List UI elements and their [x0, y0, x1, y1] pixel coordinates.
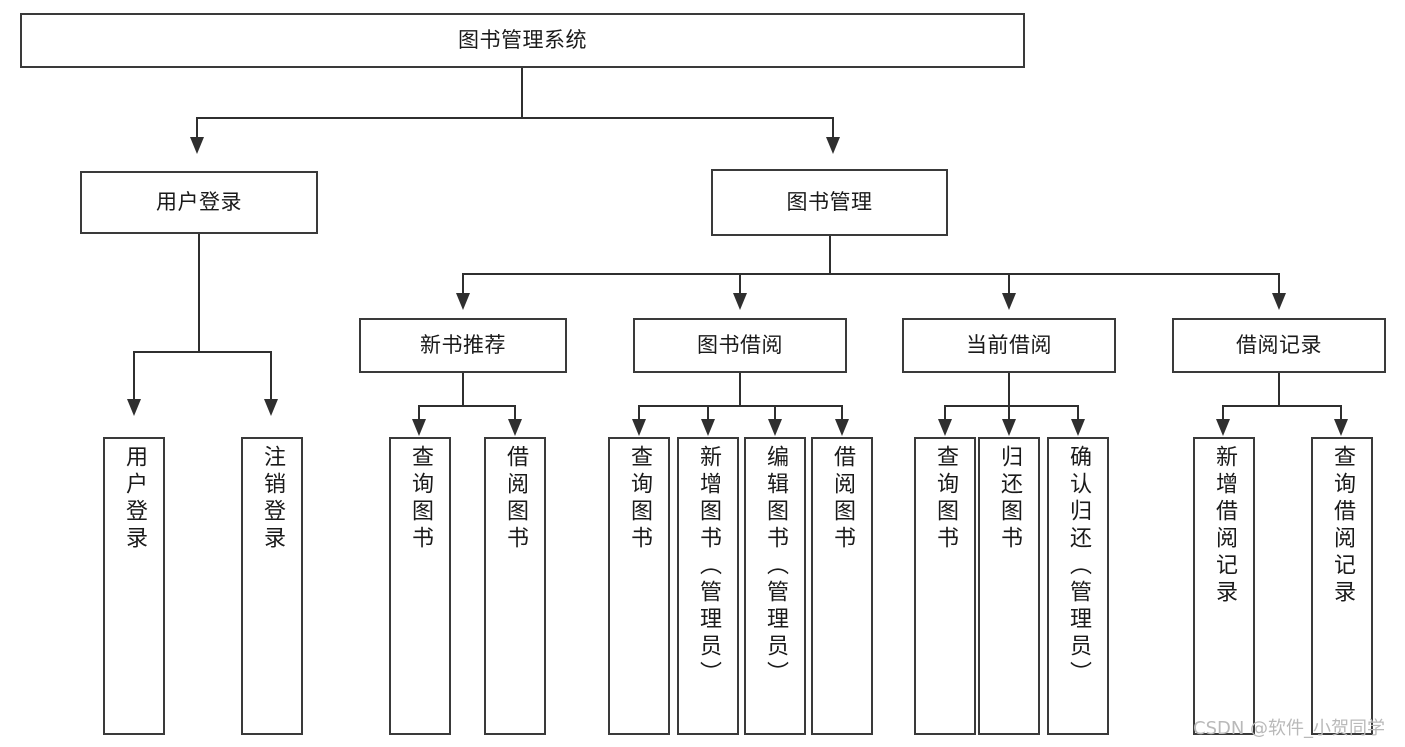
leaf-current-return-label: 归还图书 [997, 445, 1022, 553]
leaf-record-add-label: 新增借阅记录 [1212, 445, 1237, 607]
leaf-user-login-label: 用户登录 [122, 445, 147, 553]
leaf-borrow-edit[interactable]: 编辑图书（管理员） [744, 437, 806, 735]
node-new-book[interactable]: 新书推荐 [359, 318, 567, 373]
node-book-borrow[interactable]: 图书借阅 [633, 318, 847, 373]
leaf-current-confirm-label: 确认归还（管理员） [1066, 445, 1091, 688]
arrow-to-borrow-query [632, 419, 646, 436]
connector-book-borrow-drop-3 [774, 405, 776, 421]
node-current-borrow[interactable]: 当前借阅 [902, 318, 1116, 373]
connector-level2-drop-right [832, 117, 834, 139]
node-user-login-label: 用户登录 [156, 190, 242, 215]
leaf-borrow-add-label: 新增图书（管理员） [696, 445, 721, 688]
connector-level3-bus [462, 273, 1280, 275]
arrow-to-current-query [938, 419, 952, 436]
connector-book-borrow-drop-1 [638, 405, 640, 421]
arrow-to-current-return [1002, 419, 1016, 436]
connector-book-borrow-bus [638, 405, 843, 407]
connector-book-borrow-drop-2 [707, 405, 709, 421]
node-book-manage-label: 图书管理 [786, 190, 873, 215]
leaf-logout-label: 注销登录 [260, 445, 285, 553]
node-book-borrow-label: 图书借阅 [697, 333, 783, 358]
connector-current-borrow-bus [944, 405, 1079, 407]
leaf-newbook-query[interactable]: 查询图书 [389, 437, 451, 735]
connector-level3-drop-1 [462, 273, 464, 295]
node-book-manage[interactable]: 图书管理 [711, 169, 948, 236]
arrow-to-new-book [456, 293, 470, 310]
connector-new-book-stem [462, 373, 464, 406]
connector-user-login-drop-1 [133, 351, 135, 401]
leaf-current-query-label: 查询图书 [933, 445, 958, 553]
node-borrow-record[interactable]: 借阅记录 [1172, 318, 1386, 373]
leaf-record-query-label: 查询借阅记录 [1330, 445, 1355, 607]
connector-user-login-drop-2 [270, 351, 272, 401]
connector-user-login-stem [198, 234, 200, 352]
connector-current-borrow-drop-3 [1077, 405, 1079, 421]
leaf-borrow-lend[interactable]: 借阅图书 [811, 437, 873, 735]
arrow-to-current-confirm [1071, 419, 1085, 436]
arrow-to-newbook-borrow [508, 419, 522, 436]
leaf-borrow-query[interactable]: 查询图书 [608, 437, 670, 735]
leaf-logout[interactable]: 注销登录 [241, 437, 303, 735]
connector-user-login-bus [133, 351, 272, 353]
connector-current-borrow-stem [1008, 373, 1010, 406]
connector-current-borrow-drop-2 [1008, 405, 1010, 421]
leaf-current-return[interactable]: 归还图书 [978, 437, 1040, 735]
leaf-record-query[interactable]: 查询借阅记录 [1311, 437, 1373, 735]
arrow-to-leaf-logout [264, 399, 278, 416]
connector-current-borrow-drop-1 [944, 405, 946, 421]
arrow-to-record-add [1216, 419, 1230, 436]
connector-book-borrow-drop-4 [841, 405, 843, 421]
leaf-user-login[interactable]: 用户登录 [103, 437, 165, 735]
leaf-borrow-lend-label: 借阅图书 [830, 445, 855, 553]
connector-level3-drop-2 [739, 273, 741, 295]
node-user-login[interactable]: 用户登录 [80, 171, 318, 234]
arrow-to-borrow-record [1272, 293, 1286, 310]
csdn-watermark: CSDN @软件_小贺同学 [1193, 718, 1386, 739]
leaf-borrow-add[interactable]: 新增图书（管理员） [677, 437, 739, 735]
node-root-label: 图书管理系统 [458, 28, 587, 53]
arrow-to-record-query [1334, 419, 1348, 436]
arrow-to-user-login [190, 137, 204, 154]
leaf-borrow-query-label: 查询图书 [627, 445, 652, 553]
connector-new-book-bus [418, 405, 516, 407]
arrow-to-leaf-user-login [127, 399, 141, 416]
arrow-to-current-borrow [1002, 293, 1016, 310]
leaf-current-confirm[interactable]: 确认归还（管理员） [1047, 437, 1109, 735]
leaf-current-query[interactable]: 查询图书 [914, 437, 976, 735]
leaf-newbook-borrow-label: 借阅图书 [503, 445, 528, 553]
connector-level3-drop-4 [1278, 273, 1280, 295]
connector-root-stem [521, 68, 523, 118]
connector-borrow-record-bus [1222, 405, 1342, 407]
connector-level3-drop-3 [1008, 273, 1010, 295]
leaf-record-add[interactable]: 新增借阅记录 [1193, 437, 1255, 735]
arrow-to-book-manage [826, 137, 840, 154]
node-current-borrow-label: 当前借阅 [966, 333, 1052, 358]
connector-level2-bus [196, 117, 834, 119]
connector-borrow-record-drop-1 [1222, 405, 1224, 421]
leaf-newbook-query-label: 查询图书 [408, 445, 433, 553]
connector-new-book-drop-1 [418, 405, 420, 421]
arrow-to-borrow-lend [835, 419, 849, 436]
connector-level2-drop-left [196, 117, 198, 139]
arrow-to-book-borrow [733, 293, 747, 310]
node-new-book-label: 新书推荐 [420, 333, 506, 358]
node-root[interactable]: 图书管理系统 [20, 13, 1025, 68]
arrow-to-newbook-query [412, 419, 426, 436]
arrow-to-borrow-add [701, 419, 715, 436]
connector-new-book-drop-2 [514, 405, 516, 421]
connector-borrow-record-stem [1278, 373, 1280, 406]
connector-borrow-record-drop-2 [1340, 405, 1342, 421]
leaf-newbook-borrow[interactable]: 借阅图书 [484, 437, 546, 735]
connector-book-manage-stem [829, 236, 831, 274]
node-borrow-record-label: 借阅记录 [1236, 333, 1322, 358]
arrow-to-borrow-edit [768, 419, 782, 436]
connector-book-borrow-stem [739, 373, 741, 406]
leaf-borrow-edit-label: 编辑图书（管理员） [763, 445, 788, 688]
